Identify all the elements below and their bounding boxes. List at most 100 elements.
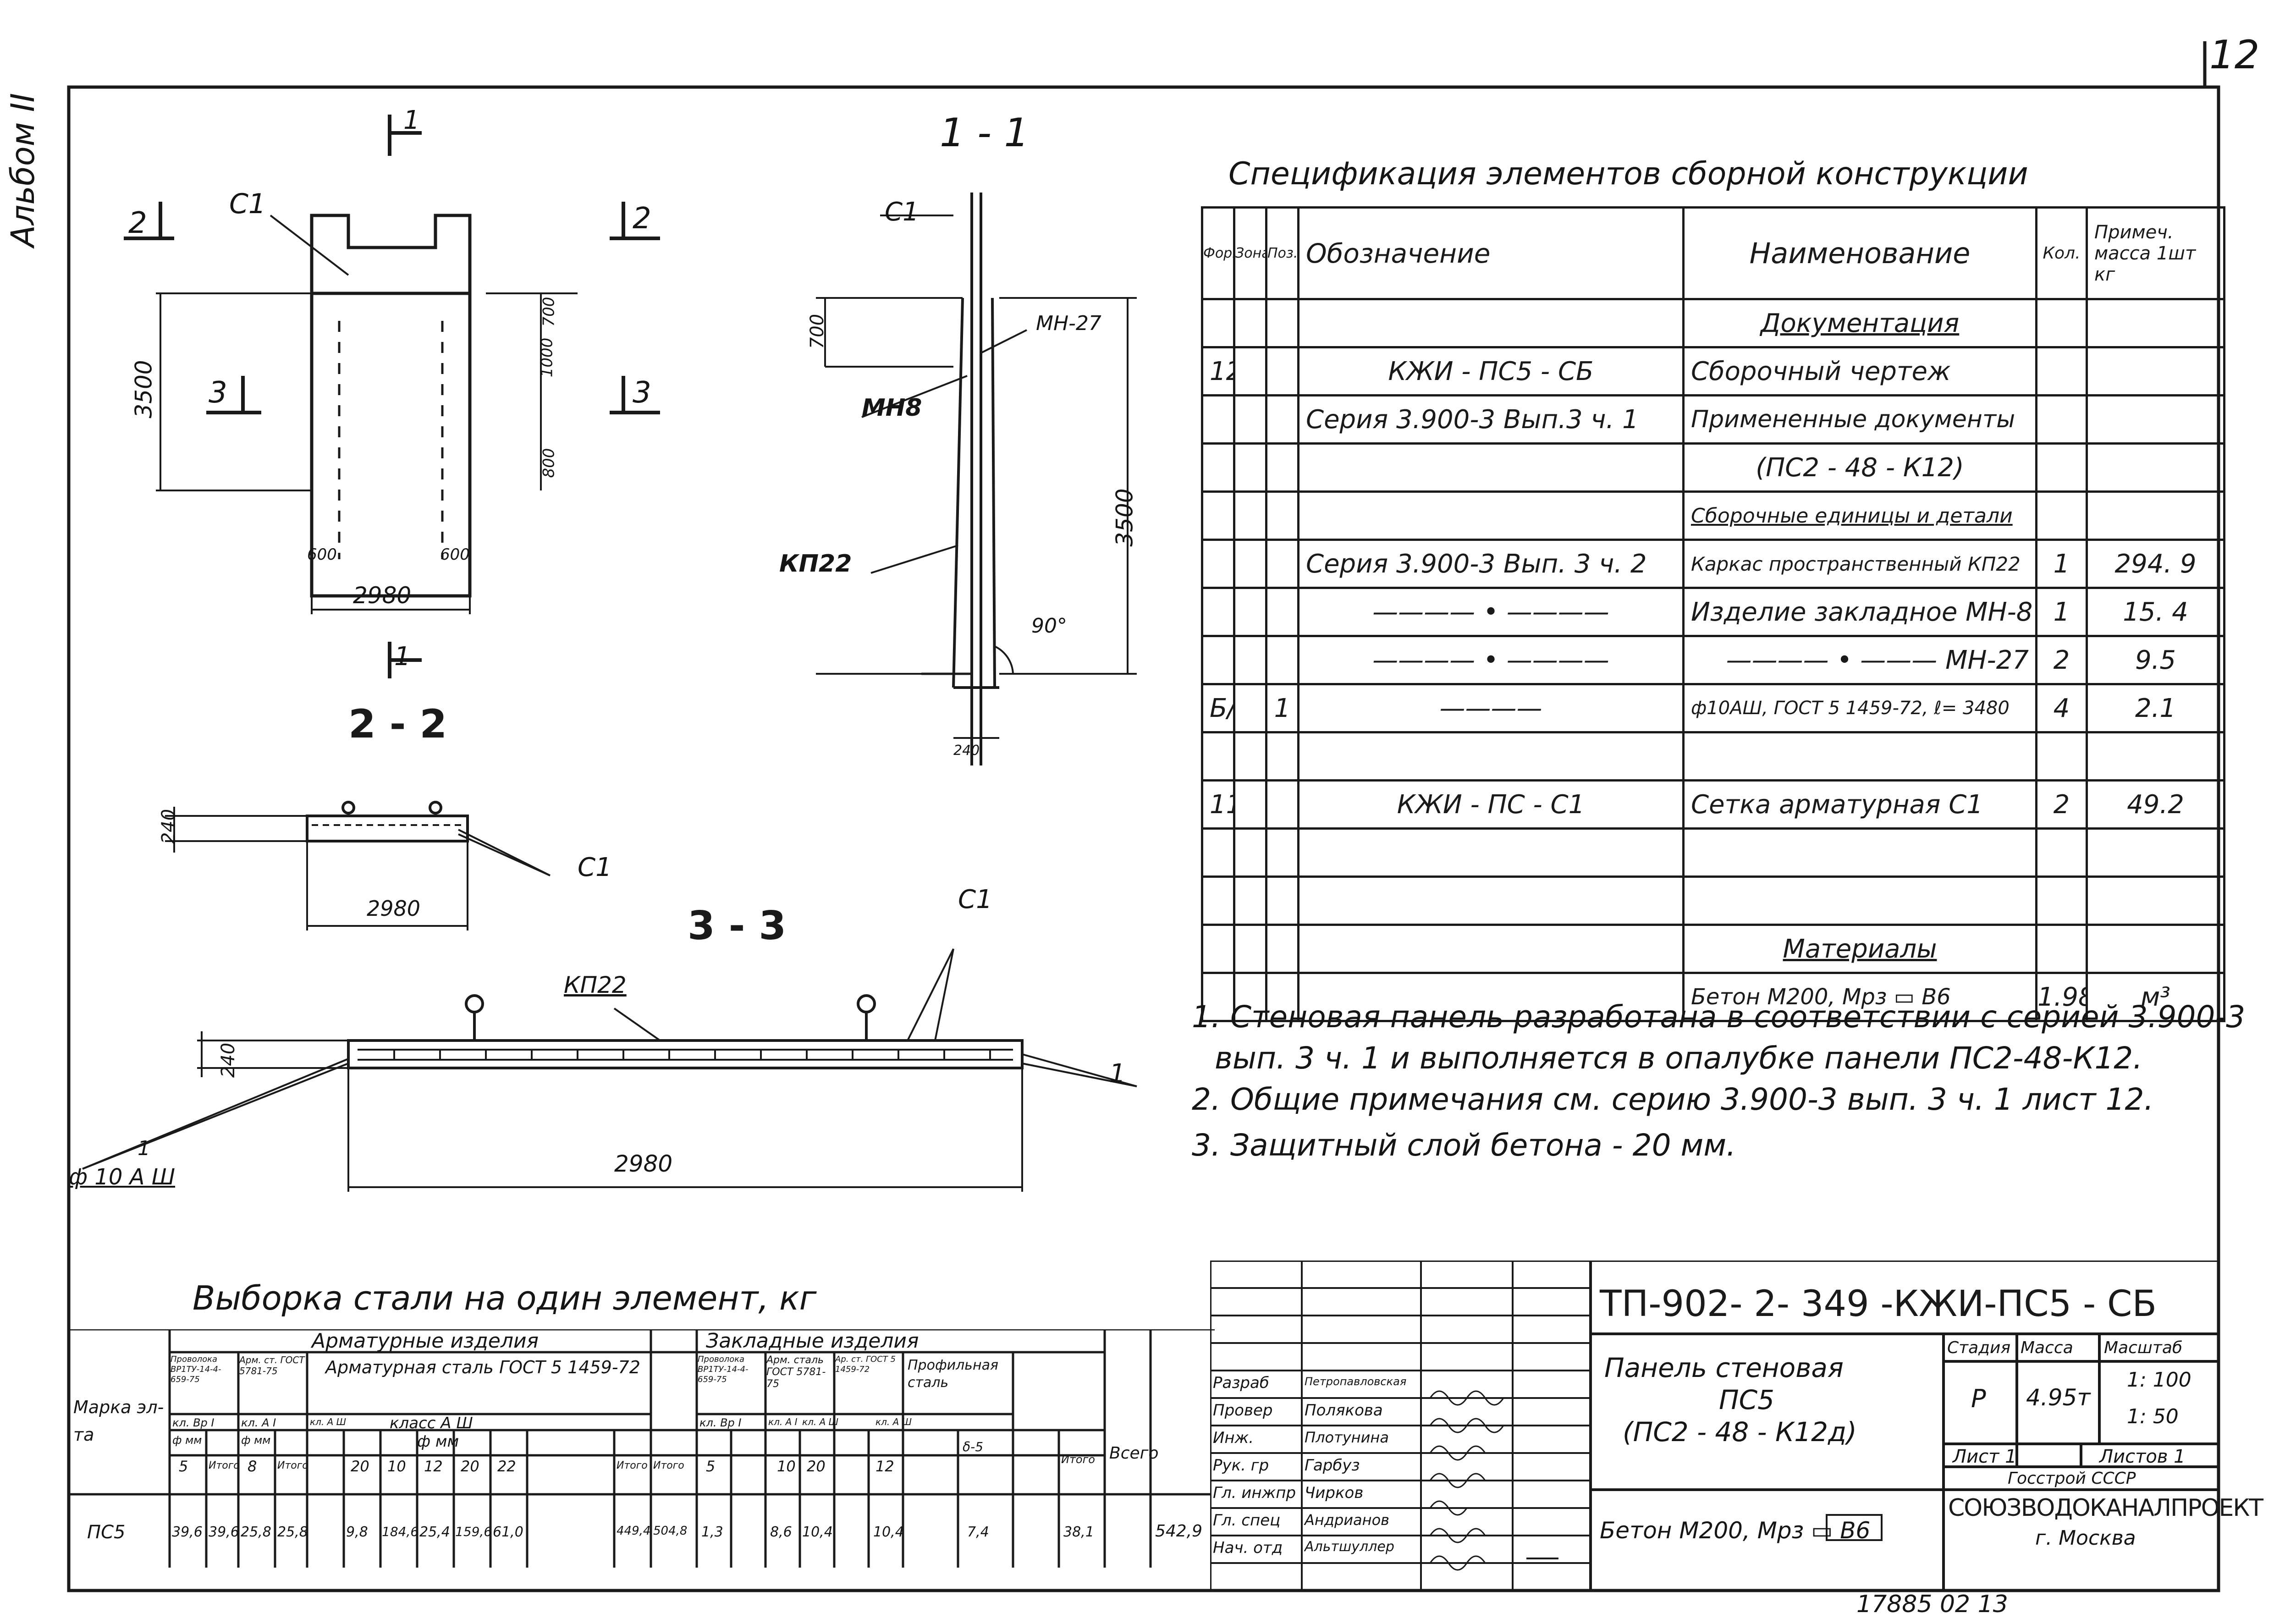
steel-value-cell: 61,0 [493, 1524, 523, 1540]
spec-cell-name: Сетка арматурная С1 [1682, 779, 2037, 830]
spec-cell-note [2086, 924, 2225, 974]
spec-cell-zone [1233, 394, 1267, 445]
spec-cell-format [1201, 924, 1235, 974]
steel-col-wire-a: Проволока ВР1ТУ-14-4-659-75 [171, 1354, 221, 1384]
steel-col-rolled-a: Арм. ст. ГОСТ 5781-75 [239, 1354, 305, 1376]
spec-h-pos: Поз. [1265, 206, 1299, 300]
size-cell: 20 [351, 1458, 369, 1475]
spec-cell-zone [1233, 346, 1267, 396]
s11-height-dim: 3500 [1111, 488, 1138, 547]
steel-value-cell: 159,6 [455, 1524, 492, 1539]
stamp-name: Чирков [1305, 1484, 1364, 1502]
spec-cell-zone [1233, 924, 1267, 974]
spec-cell-format: 12 [1201, 346, 1235, 396]
stamp-mass: 4.95т [2026, 1384, 2091, 1411]
stamp-role: Рук. гр [1213, 1456, 1269, 1475]
spec-cell-note: 15. 4 [2086, 587, 2225, 637]
spec-cell-pos [1265, 731, 1299, 782]
steel-value-cell: 38,1 [1063, 1524, 1094, 1540]
s33-width-dim: 2980 [614, 1151, 673, 1177]
steel-col-profile: Профильная сталь [908, 1357, 999, 1391]
spec-cell-format [1201, 827, 1235, 878]
cut-1-bottom: 1 [394, 642, 411, 672]
plan-width-dim: 2980 [353, 582, 412, 609]
stamp-scale-2: 1: 50 [2127, 1405, 2179, 1428]
spec-cell-format [1201, 587, 1235, 637]
spec-cell-pos [1265, 635, 1299, 685]
s11-kp22-label: КП22 [779, 550, 852, 578]
spec-cell-qty: 1 [2035, 539, 2088, 589]
spec-cell-pos [1265, 539, 1299, 589]
steel-group-rebar: Арматурные изделия [312, 1329, 539, 1353]
s11-thickness-dim: 240 [953, 743, 980, 759]
spec-cell-format [1201, 972, 1235, 1022]
spec-cell-note [2086, 346, 2225, 396]
steel-sub-s5: δ-5 [963, 1439, 984, 1454]
spec-cell-zone [1233, 827, 1267, 878]
steel-sub-class-c: кл. А Ш [310, 1416, 347, 1427]
section-3-3-title: 3 - 3 [688, 903, 787, 949]
size-cell: 10 [777, 1458, 796, 1475]
stamp-sheets: Листов 1 [2099, 1446, 2186, 1467]
spec-cell-qty: 1 [2035, 587, 2088, 637]
spec-cell-zone [1233, 298, 1267, 348]
s11-dim-700: 700 [807, 314, 828, 349]
steel-sub-phi-main: ф мм [417, 1432, 459, 1451]
spec-cell-designation [1297, 972, 1685, 1022]
spec-cell-qty [2035, 490, 2088, 541]
size-cell: Итого [617, 1460, 648, 1471]
spec-cell-note: 49.2 [2086, 779, 2225, 830]
size-cell: 20 [807, 1458, 826, 1475]
spec-cell-format [1201, 635, 1235, 685]
plan-dim-700: 700 [540, 297, 558, 327]
spec-cell-designation [1297, 827, 1685, 878]
stamp-role: Провер [1213, 1401, 1273, 1420]
spec-cell-pos [1265, 298, 1299, 348]
steel-value-cell: 10,4 [802, 1524, 833, 1540]
stamp-name: Андрианов [1305, 1511, 1390, 1529]
stamp-title-1: Панель стеновая [1604, 1352, 1844, 1383]
stamp-h-scale: Масштаб [2104, 1338, 2183, 1357]
spec-cell-pos [1265, 827, 1299, 878]
spec-cell-designation: КЖИ - ПС5 - СБ [1297, 346, 1685, 396]
size-cell: 22 [497, 1458, 516, 1475]
spec-cell-format [1201, 298, 1235, 348]
steel-value-cell: 449,4 [617, 1524, 651, 1538]
section-2-2-title: 2 - 2 [348, 701, 447, 747]
spec-cell-zone [1233, 442, 1267, 493]
steel-title: Выборка стали на один элемент, кг [193, 1279, 817, 1317]
spec-cell-qty [2035, 442, 2088, 493]
steel-value-cell: 1,3 [701, 1524, 723, 1540]
spec-cell-pos [1265, 924, 1299, 974]
title-block: ТП-902- 2- 349 -КЖИ-ПС5 - СБ Разраб Пров… [1210, 1261, 2263, 1591]
steel-value-cell: 10,4 [873, 1524, 904, 1540]
size-cell: 5 [706, 1458, 716, 1475]
spec-cell-note [2086, 827, 2225, 878]
section-3-3-view [82, 948, 1137, 1192]
stamp-h-stage: Стадия [1947, 1338, 2011, 1357]
steel-value-cell: 39,6 [209, 1524, 239, 1540]
size-cell: Итого [277, 1460, 308, 1471]
spec-cell-name: ———— • ——— МН-27 [1682, 635, 2037, 685]
size-cell: 20 [461, 1458, 479, 1475]
steel-sub-phi-b: ф мм [241, 1434, 271, 1447]
steel-value-cell: 39,6 [172, 1524, 203, 1540]
spec-cell-pos [1265, 587, 1299, 637]
spec-cell-zone [1233, 875, 1267, 926]
plan-view [124, 115, 660, 678]
steel-group-embedded: Закладные изделия [706, 1329, 919, 1353]
stamp-org-1: Госстрой СССР [2008, 1469, 2136, 1488]
spec-cell-qty [2035, 394, 2088, 445]
stamp-org-2: СОЮЗВОДОКАНАЛПРОЕКТ [1948, 1494, 2263, 1522]
spec-cell-format: 11 [1201, 779, 1235, 830]
steel-col-all: Всего [1109, 1444, 1159, 1463]
steel-col-total: Итого [1061, 1453, 1095, 1466]
steel-value-cell: 7,4 [967, 1524, 989, 1540]
s22-thickness-dim: 240 [158, 809, 180, 844]
spec-cell-name: Изделие закладное МН-8 [1682, 587, 2037, 637]
size-cell: 10 [387, 1458, 406, 1475]
spec-cell-name: Каркас пространственный КП22 [1682, 539, 2037, 589]
s11-mn8-label: МН8 [862, 394, 922, 422]
